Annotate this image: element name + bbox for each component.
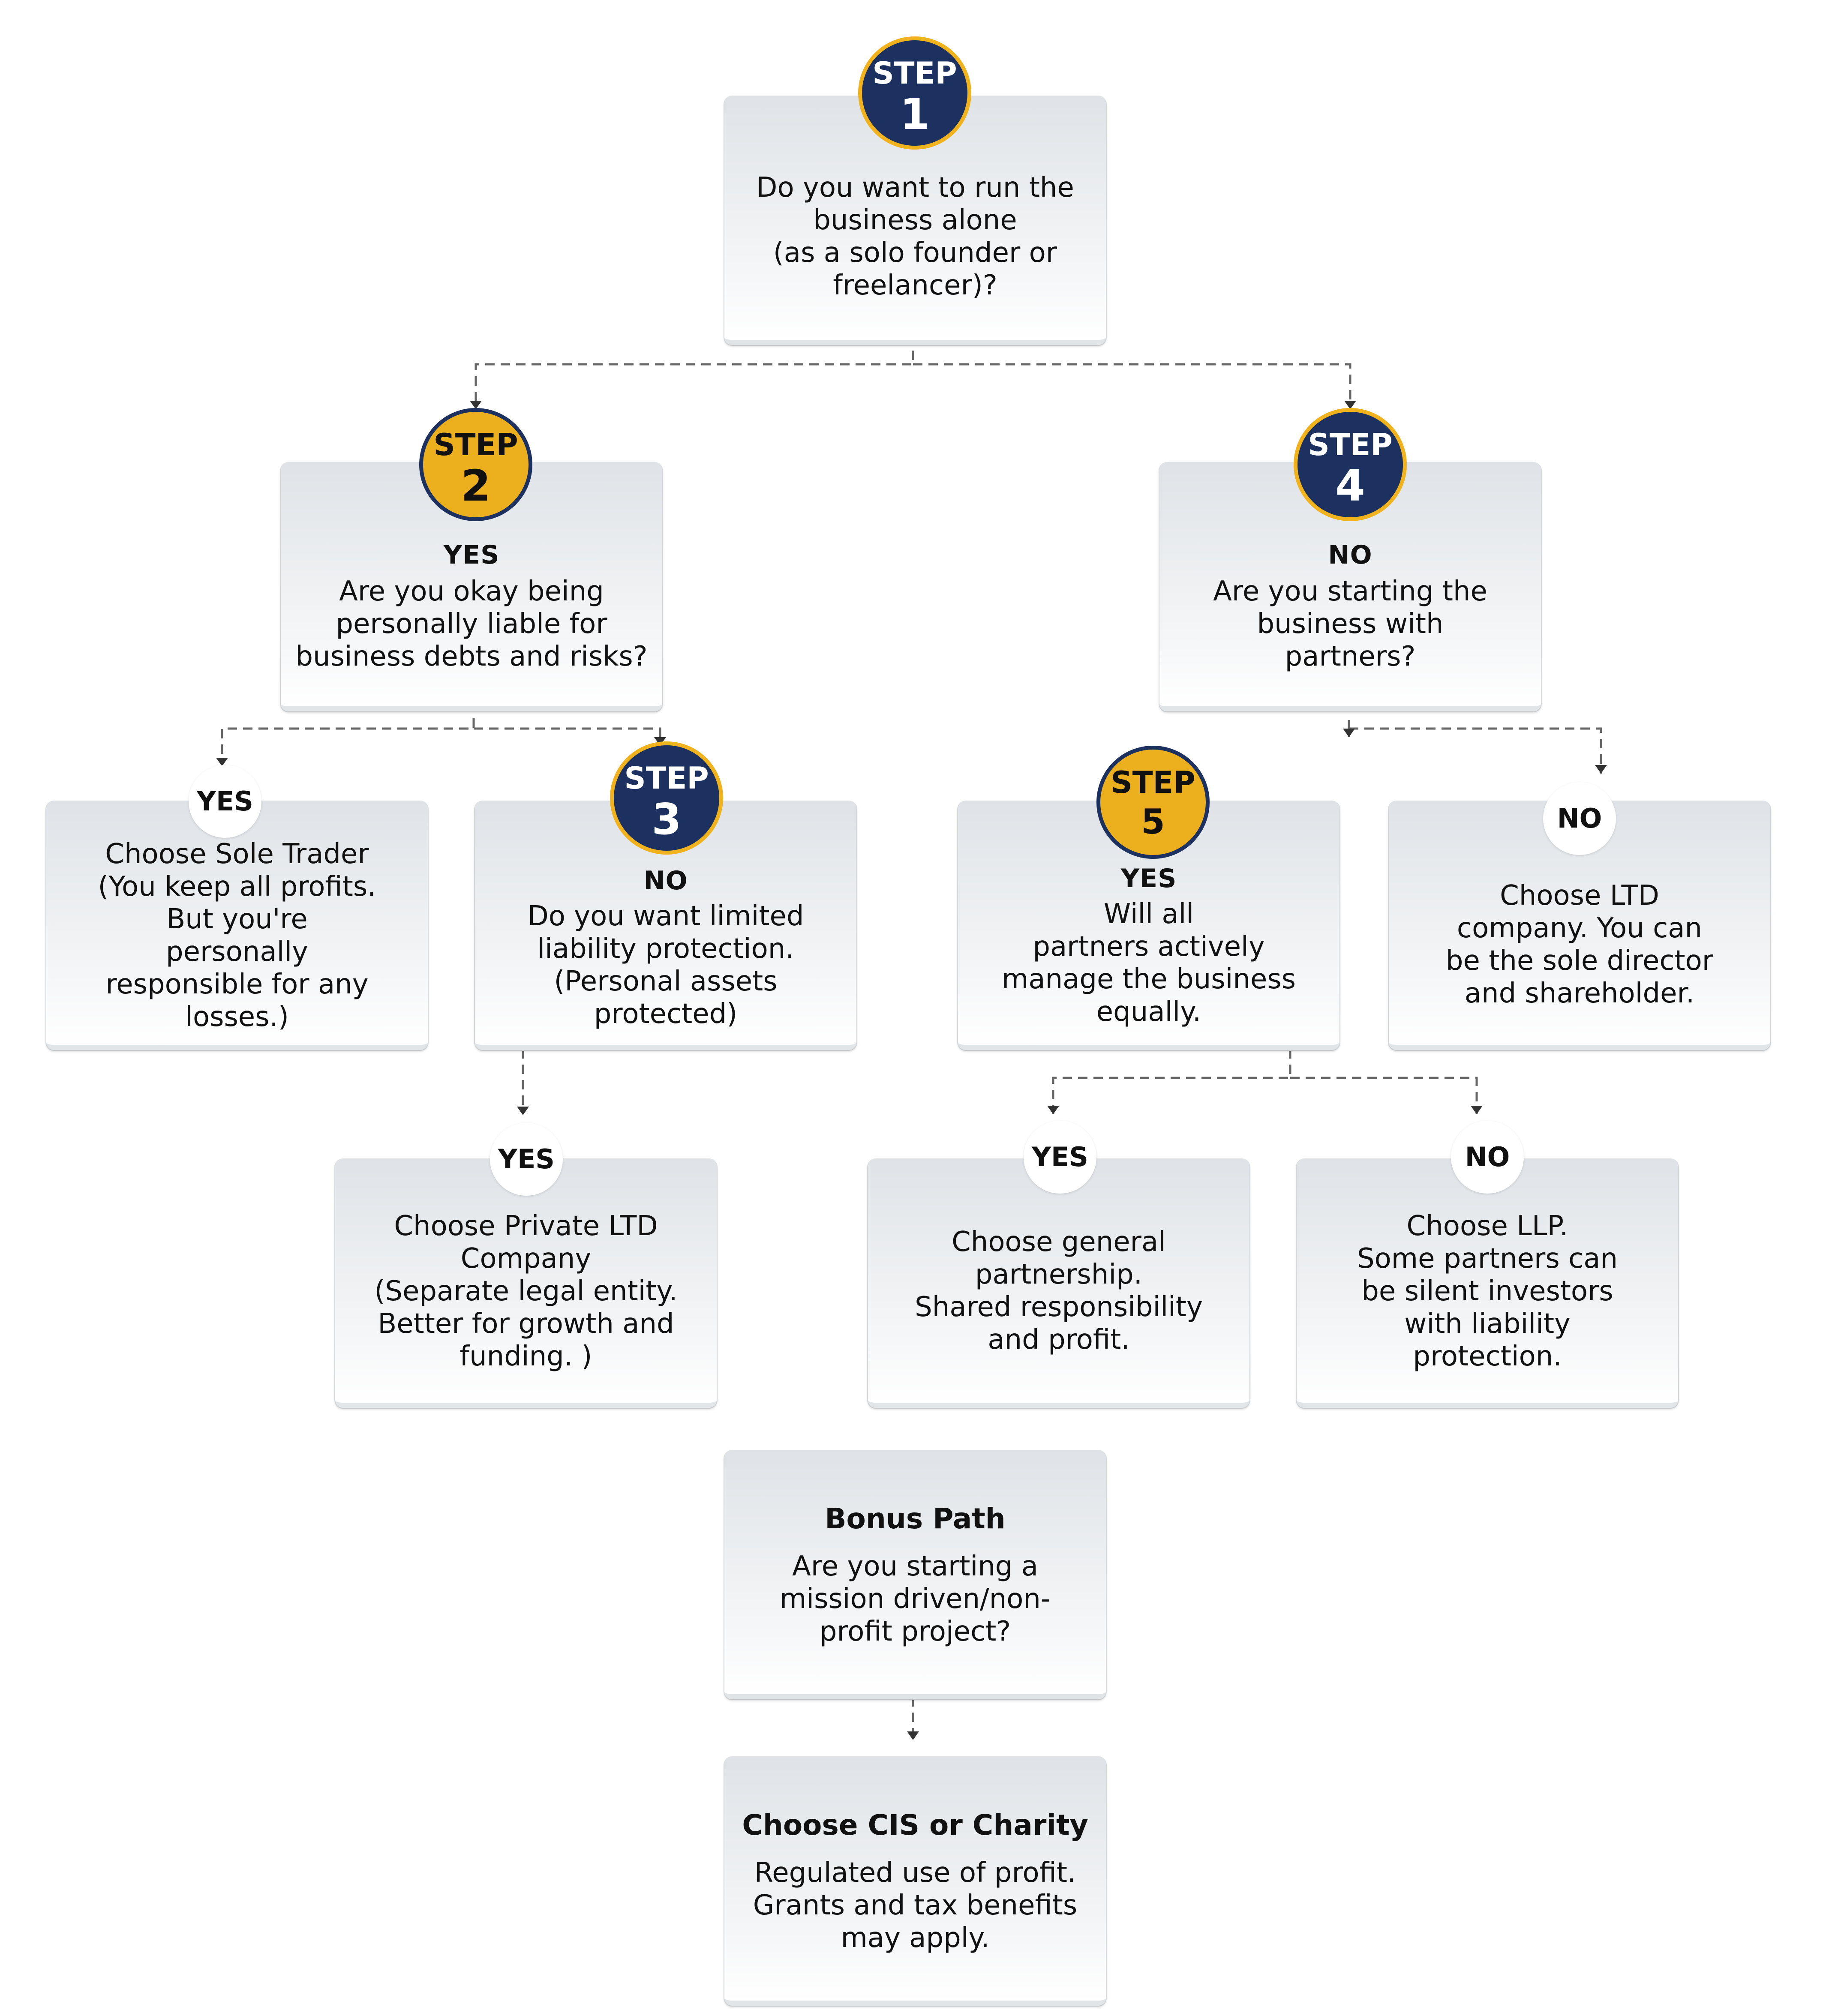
step5-badge-number: 5 xyxy=(1141,802,1165,842)
ltd-company-no-badge: NO xyxy=(1543,782,1616,855)
ltd-company-box: Choose LTD company. You can be the sole … xyxy=(1389,801,1770,1050)
arrowhead xyxy=(1047,1106,1059,1114)
step2-answer: YES xyxy=(443,540,500,570)
step4-answer: NO xyxy=(1328,540,1373,570)
sole-trader-text: Choose Sole Trader (You keep all profits… xyxy=(98,838,376,1033)
arrowhead xyxy=(907,1731,919,1740)
arrowhead xyxy=(216,758,228,766)
private-ltd-text: Choose Private LTD Company (Separate leg… xyxy=(374,1210,678,1372)
arrowhead xyxy=(470,401,482,409)
sole-trader-yes-badge: YES xyxy=(189,765,261,838)
step1-badge: STEP 1 xyxy=(858,36,971,150)
step5-answer: YES xyxy=(1120,864,1177,894)
arrowhead xyxy=(517,1107,529,1115)
step4-badge-word: STEP xyxy=(1308,427,1393,462)
step2-box: YES Are you okay being personally liable… xyxy=(281,463,662,711)
step5-badge-word: STEP xyxy=(1111,765,1195,800)
step4-box: NO Are you starting the business with pa… xyxy=(1159,463,1541,711)
step3-badge-number: 3 xyxy=(652,794,682,844)
step3-badge-word: STEP xyxy=(624,761,709,796)
charity-text: Regulated use of profit. Grants and tax … xyxy=(753,1857,1078,1954)
arrowhead xyxy=(1471,1106,1483,1114)
step3-badge: STEP 3 xyxy=(610,741,723,855)
step3-question: Do you want limited liability protection… xyxy=(527,900,804,1030)
arrowhead xyxy=(1595,765,1607,774)
arrowhead xyxy=(1343,729,1355,737)
general-partnership-box: Choose general partnership. Shared respo… xyxy=(868,1159,1249,1408)
step4-question: Are you starting the business with partn… xyxy=(1213,576,1487,672)
private-ltd-box: Choose Private LTD Company (Separate leg… xyxy=(335,1159,717,1408)
connector-step5-to-llp xyxy=(1290,1077,1478,1114)
general-partnership-text: Choose general partnership. Shared respo… xyxy=(915,1226,1203,1356)
general-partnership-yes-badge: YES xyxy=(1024,1121,1096,1194)
ltd-company-text: Choose LTD company. You can be the sole … xyxy=(1445,880,1714,1009)
step1-question: Do you want to run the business alone (a… xyxy=(756,172,1074,301)
llp-text: Choose LLP. Some partners can be silent … xyxy=(1357,1210,1618,1372)
step2-badge-word: STEP xyxy=(433,427,518,462)
step2-question: Are you okay being personally liable for… xyxy=(295,576,648,672)
connector-step4-to-ltd xyxy=(1349,727,1602,774)
sole-trader-box: Choose Sole Trader (You keep all profits… xyxy=(46,801,428,1050)
connector-step1-to-step2 xyxy=(475,351,914,401)
bonus-path-box: Bonus Path Are you starting a mission dr… xyxy=(724,1451,1106,1699)
bonus-path-question: Are you starting a mission driven/non- p… xyxy=(779,1551,1051,1647)
llp-no-badge: NO xyxy=(1451,1121,1524,1194)
connector-step5-to-general xyxy=(1052,1049,1291,1114)
step4-badge-number: 4 xyxy=(1335,461,1365,511)
charity-title: Choose CIS or Charity xyxy=(742,1809,1088,1842)
step1-badge-number: 1 xyxy=(900,89,930,139)
step5-badge: STEP 5 xyxy=(1096,746,1210,859)
llp-box: Choose LLP. Some partners can be silent … xyxy=(1297,1159,1678,1408)
step1-badge-word: STEP xyxy=(872,56,957,91)
charity-box: Choose CIS or Charity Regulated use of p… xyxy=(724,1757,1106,2006)
connector-step2-to-step3 xyxy=(474,727,661,737)
step4-badge: STEP 4 xyxy=(1294,408,1407,521)
private-ltd-yes-badge: YES xyxy=(490,1123,563,1196)
bonus-path-title: Bonus Path xyxy=(825,1502,1006,1535)
step3-answer: NO xyxy=(643,866,688,896)
connector-step1-to-step4 xyxy=(913,363,1351,401)
arrowhead xyxy=(1344,401,1356,409)
step2-badge: STEP 2 xyxy=(419,408,532,521)
step2-badge-number: 2 xyxy=(461,461,491,511)
step5-question: Will all partners actively manage the bu… xyxy=(1002,898,1296,1028)
